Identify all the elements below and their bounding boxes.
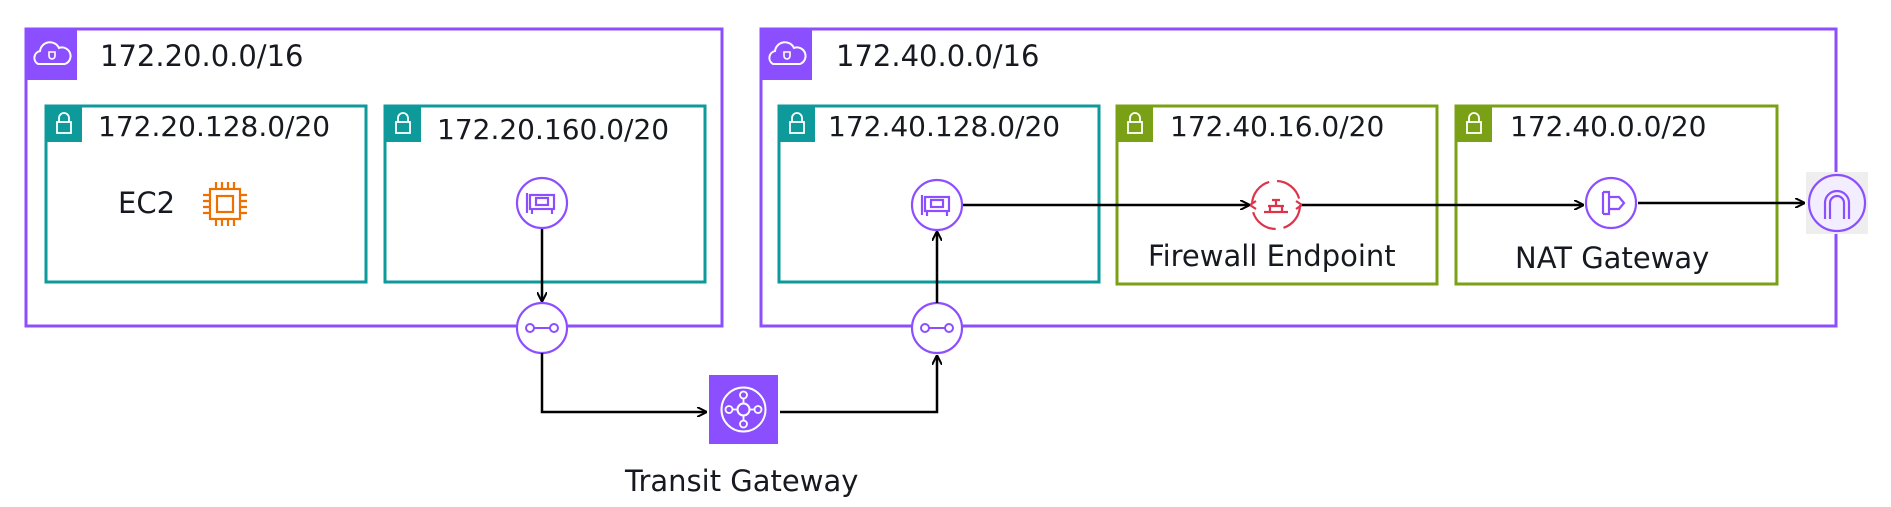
connection-arrows — [542, 203, 1804, 412]
subnet-cidr-label: 172.40.128.0/20 — [828, 110, 1060, 143]
subnet-172-40-128: 172.40.128.0/20 — [777, 104, 1101, 284]
vpc-cloud-icon — [761, 29, 812, 80]
subnet-172-20-160: 172.20.160.0/20 — [383, 104, 707, 284]
subnet-cidr-label: 172.40.16.0/20 — [1170, 110, 1384, 143]
vpc-right: 172.40.0.0/16 — [759, 27, 1838, 328]
arrow-attachment-left-to-tgw — [540, 353, 706, 412]
lock-icon — [1456, 106, 1492, 142]
network-interface-icon[interactable] — [515, 176, 569, 230]
subnet-172-20-128: 172.20.128.0/20 EC2 — [44, 104, 368, 284]
firewall-endpoint-label: Firewall Endpoint — [1148, 239, 1396, 273]
vpc-cloud-icon — [26, 29, 77, 80]
internet-gateway-icon[interactable] — [1806, 172, 1868, 234]
ec2-chip-icon — [203, 182, 247, 226]
vpc-cidr-label: 172.40.0.0/16 — [836, 39, 1039, 73]
subnet-172-40-16: 172.40.16.0/20 Firewall Endpoint — [1115, 104, 1439, 286]
lock-icon — [46, 106, 82, 142]
nat-gateway-icon[interactable] — [1584, 176, 1638, 230]
lock-icon — [385, 106, 421, 142]
lock-icon — [779, 106, 815, 142]
network-firewall-endpoint-icon[interactable] — [1249, 179, 1303, 231]
vpc-left: 172.20.0.0/16 — [24, 27, 724, 328]
arrow-tgw-to-attachment-right — [780, 356, 937, 414]
transit-gateway-icon[interactable] — [709, 375, 778, 444]
subnet-cidr-label: 172.20.160.0/20 — [437, 113, 669, 146]
subnet-cidr-label: 172.40.0.0/20 — [1510, 110, 1706, 143]
nat-gateway-label: NAT Gateway — [1515, 241, 1709, 275]
vpc-cidr-label: 172.20.0.0/16 — [100, 39, 303, 73]
network-interface-icon[interactable] — [910, 178, 964, 232]
ec2-label: EC2 — [118, 186, 175, 220]
transit-gateway-label: Transit Gateway — [624, 464, 858, 498]
subnet-172-40-0: 172.40.0.0/20 NAT Gateway — [1454, 104, 1779, 286]
transit-gateway-attachment-icon[interactable] — [910, 301, 964, 355]
subnet-cidr-label: 172.20.128.0/20 — [98, 110, 330, 143]
transit-gateway-attachment-icon[interactable] — [515, 301, 569, 355]
lock-icon — [1117, 106, 1153, 142]
